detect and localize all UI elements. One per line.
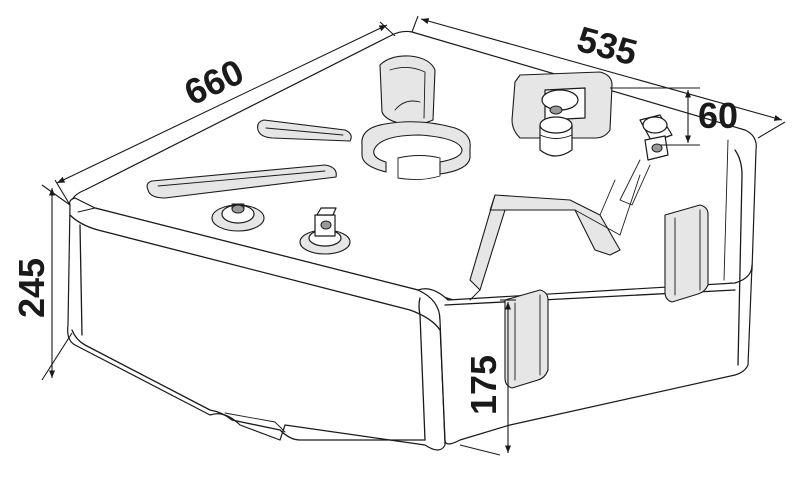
dimension-245: 245 [11,184,73,381]
dimension-245-label: 245 [11,258,52,318]
dimension-175: 175 [459,299,516,456]
dimension-60: 60 [610,87,738,146]
fitting-valve [299,207,351,255]
dimension-660-label: 660 [178,51,250,114]
handle-recess [379,55,436,126]
vent-fitting [619,114,673,206]
dimension-175-label: 175 [463,355,504,415]
dimension-60-label: 60 [698,95,738,136]
fitting-left [211,203,265,232]
filler-neck-ring [361,121,471,181]
dimension-535-label: 535 [573,18,642,73]
